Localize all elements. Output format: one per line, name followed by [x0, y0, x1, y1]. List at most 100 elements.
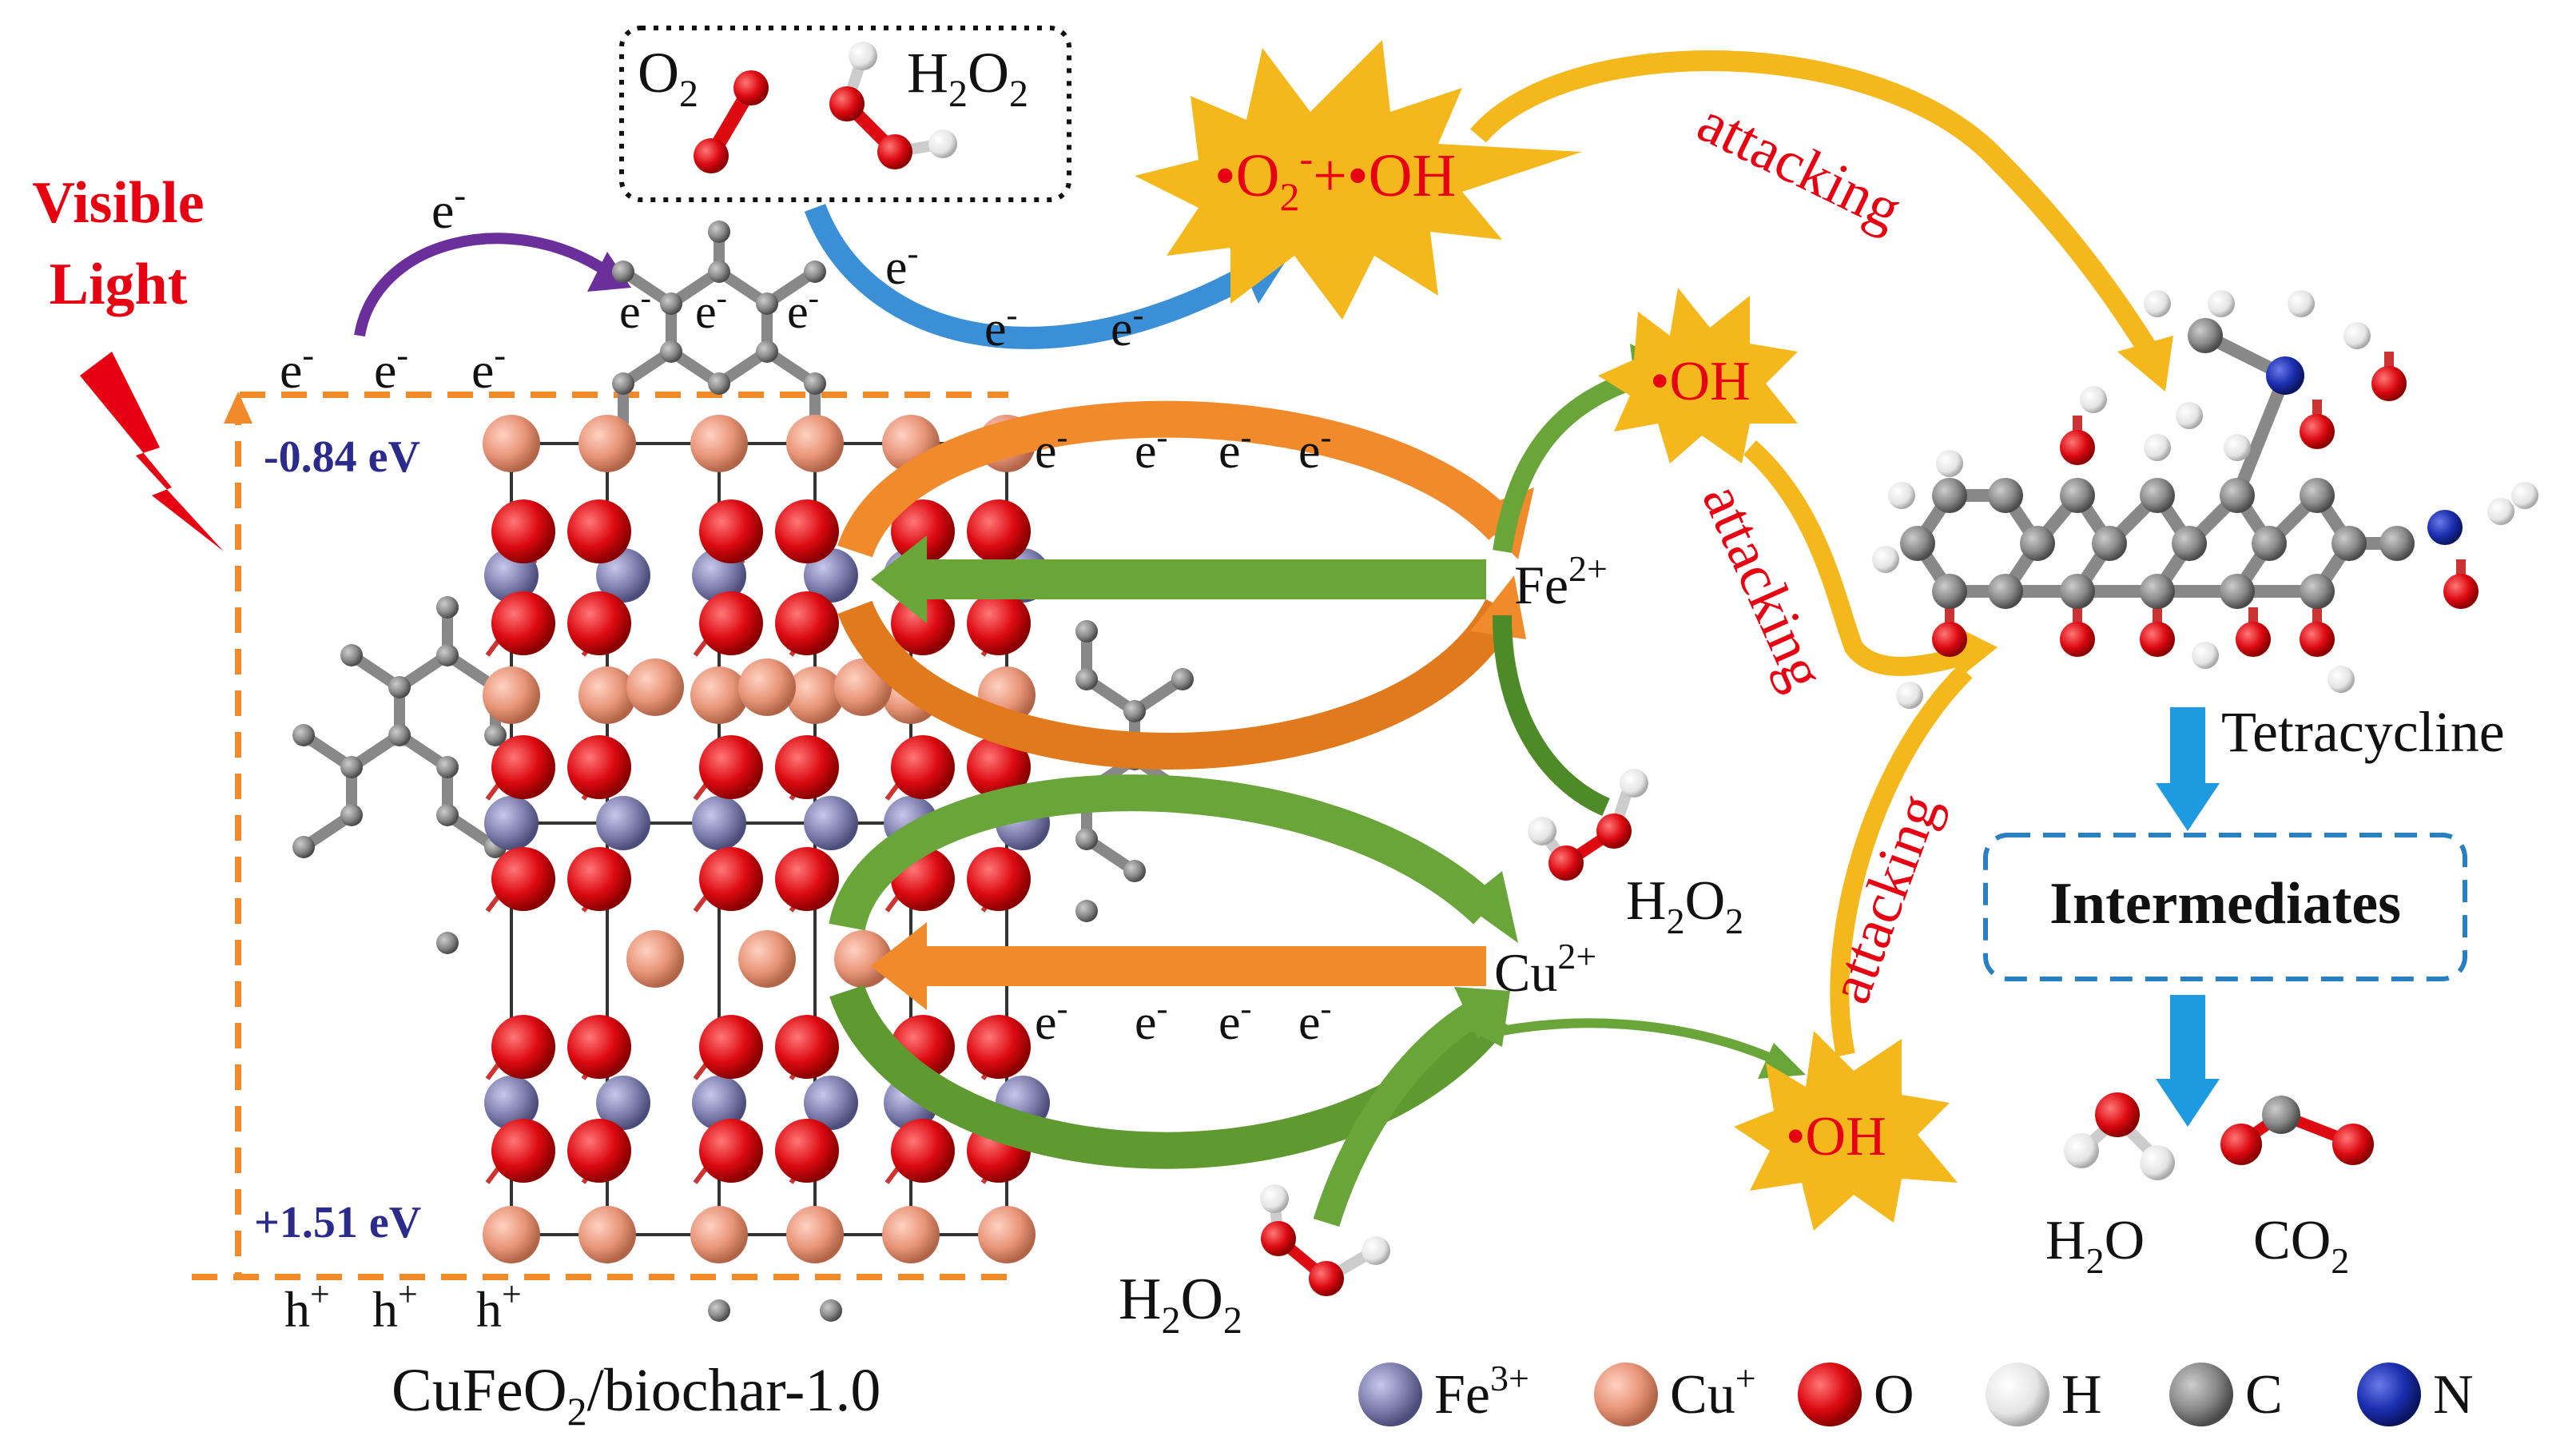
biochar-fragment-left-atoms [292, 596, 842, 1322]
fe-atom [804, 796, 858, 850]
svg-text:e-: e- [374, 336, 408, 399]
o-atom [699, 1119, 763, 1183]
o-atom [775, 1015, 839, 1079]
o-atom [891, 735, 955, 799]
electrons-cb: e- e- e- [280, 336, 506, 399]
o-atom [1932, 622, 1967, 657]
electron-transfer-arrow [354, 233, 631, 337]
cu-atom [483, 666, 540, 724]
legend-label-n: N [2433, 1364, 2474, 1426]
svg-text:e-: e- [1135, 991, 1168, 1050]
cu-atom [786, 666, 844, 724]
svg-text:e-: e- [1218, 991, 1252, 1050]
tetracycline-molecule [1872, 290, 2538, 709]
cu-atom [786, 415, 844, 472]
fe-atom [692, 1076, 746, 1130]
h2o2-molecule-mid [1528, 769, 1648, 881]
n-atom [2427, 510, 2463, 545]
cu-atom [690, 666, 748, 724]
legend-label-cu: Cu+ [1670, 1358, 1756, 1426]
h-atom [1936, 450, 1963, 477]
fe-atom [596, 548, 650, 603]
electrons-fe-cycle: e- e- e- e- [1035, 420, 1332, 479]
electrons-cu-cycle: e- e- e- e- [1035, 991, 1332, 1050]
h2o2-molecule-bottom [1260, 1184, 1390, 1296]
attacking-label-top: attacking [1688, 90, 1912, 244]
o-atom [967, 1015, 1031, 1079]
o-atom [891, 499, 955, 563]
superoxide-burst [1135, 40, 1582, 320]
h-atom [2176, 402, 2203, 429]
svg-text:e-: e- [695, 280, 727, 338]
svg-text:e-: e- [1035, 991, 1068, 1050]
c-atom [2140, 574, 2175, 609]
cu-atom [978, 1206, 1036, 1263]
o-atom [2371, 366, 2407, 401]
visible-light-label-2: Light [50, 252, 188, 317]
o-atom [2060, 622, 2095, 657]
o-atom [567, 847, 631, 911]
o-atom [491, 591, 555, 655]
down-arrow-1 [2156, 707, 2220, 831]
biochar-fragment-right-atoms [1075, 620, 1194, 922]
svg-text:e-: e- [471, 336, 506, 399]
crystal-lattice [483, 415, 1050, 1263]
h-atom [1872, 546, 1899, 573]
o-atom [699, 735, 763, 799]
fe-atom [692, 796, 746, 850]
svg-text:e-: e- [1111, 297, 1144, 356]
material-label: CuFeO2/biochar-1.0 [392, 1357, 881, 1434]
o2-label: O2 [638, 41, 698, 115]
legend-label-o: O [1874, 1364, 1914, 1426]
h-atom [2511, 482, 2538, 509]
attack-arrow-bottom [1830, 664, 1973, 1057]
c-atom [2300, 478, 2335, 513]
svg-text:e-: e- [1298, 991, 1332, 1050]
c-atom [1900, 526, 1935, 561]
o-atom [491, 735, 555, 799]
o-atom [967, 591, 1031, 655]
o-atom [491, 499, 555, 563]
electron-label-hop: e- [431, 176, 466, 239]
cu-atom [786, 1206, 844, 1263]
h2o2-to-cu-arrow [1313, 987, 1510, 1227]
o-atom [699, 499, 763, 563]
c-atom [2092, 526, 2127, 561]
fe-atom [804, 1076, 858, 1130]
tetracycline-label: Tetracycline [2221, 700, 2505, 764]
intermediates-box [1983, 833, 2467, 981]
c-atom [1932, 478, 1967, 513]
oh-label-top: •OH [1650, 351, 1751, 412]
lightning-icon [80, 352, 224, 551]
cu-to-lattice-arrow [871, 922, 1486, 1010]
o-atom [891, 1119, 955, 1183]
h-atom [2208, 290, 2235, 317]
c-atom [2300, 574, 2335, 609]
h-atom [2144, 290, 2171, 317]
cu-atom [738, 658, 796, 716]
c-atom [2220, 574, 2255, 609]
h-atom [2192, 642, 2219, 669]
fe-redox-cycle [837, 400, 1534, 770]
cu-atom [483, 1206, 540, 1263]
svg-text:e-: e- [787, 280, 819, 338]
svg-text:h+: h+ [372, 1275, 418, 1338]
c-atom [2020, 526, 2055, 561]
oh-label-bottom: •OH [1786, 1106, 1886, 1168]
electrons-blue-arrow: e- e- e- [885, 236, 1144, 356]
legend-swatch-cu [1594, 1363, 1658, 1426]
o-atom [2300, 622, 2335, 657]
o-atom [967, 499, 1031, 563]
legend-swatch-o [1798, 1363, 1862, 1426]
cu-atom [882, 1206, 940, 1263]
c-atom [2140, 478, 2175, 513]
down-arrow-2 [2156, 995, 2220, 1127]
h-atom [1896, 682, 1923, 709]
svg-text:e-: e- [280, 336, 314, 399]
c-atom [1988, 574, 2023, 609]
legend-swatch-n [2357, 1363, 2421, 1426]
c-atom [1932, 574, 1967, 609]
cu-atom [626, 930, 684, 988]
h2o-label: H2O [2045, 1210, 2145, 1281]
